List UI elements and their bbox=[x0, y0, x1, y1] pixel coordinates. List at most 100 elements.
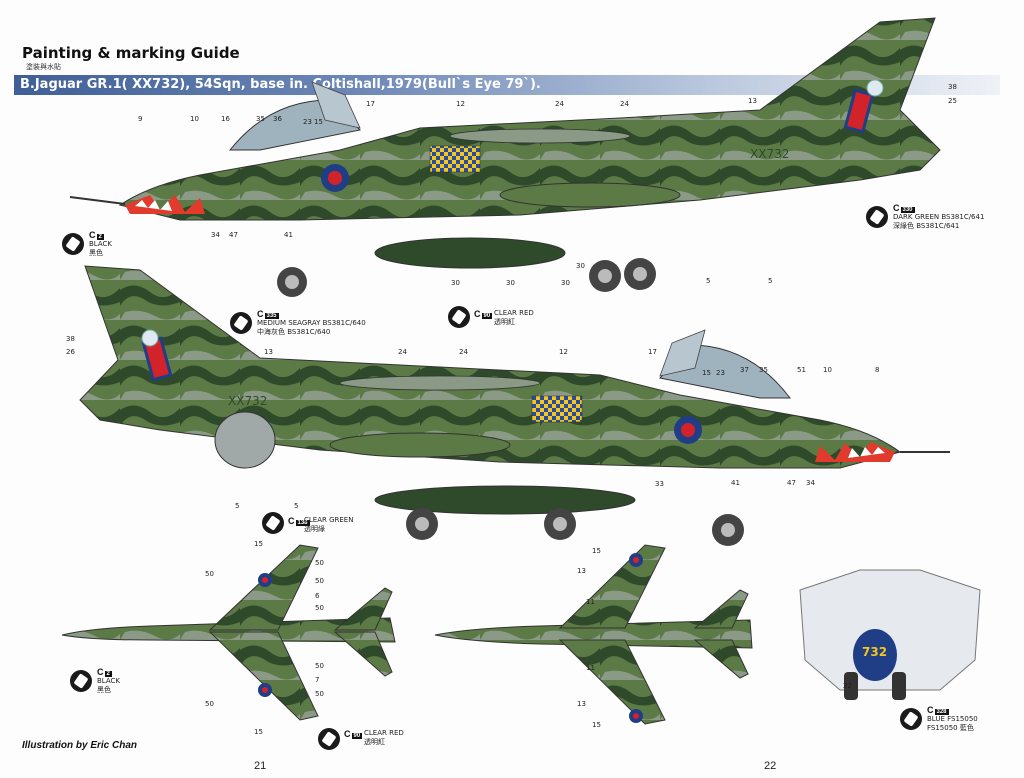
decal-number: 15 bbox=[254, 540, 263, 548]
decal-number: 51 bbox=[797, 366, 806, 374]
decal-number: 30 bbox=[561, 279, 570, 287]
decal-number: 13 bbox=[748, 97, 757, 105]
color-name-cn: FS15050 藍色 bbox=[927, 724, 974, 732]
decal-number: 23 bbox=[716, 369, 725, 377]
decal-number: 11 bbox=[586, 664, 595, 672]
decal-number: 11 bbox=[586, 598, 595, 606]
page-title: Painting & marking Guide bbox=[22, 44, 240, 62]
decal-number: 10 bbox=[823, 366, 832, 374]
illustrator-credit: Illustration by Eric Chan bbox=[22, 740, 138, 751]
page-number-left: 21 bbox=[254, 760, 267, 772]
decal-number: 47 bbox=[229, 231, 238, 239]
paint-brush-icon bbox=[70, 670, 92, 692]
profile-right-side bbox=[79, 265, 950, 546]
color-name-cn: 黑色 bbox=[97, 686, 111, 694]
decal-number: 7 bbox=[315, 676, 320, 684]
paint-brush-icon bbox=[866, 206, 888, 228]
decal-number: 8 bbox=[875, 366, 880, 374]
decal-number: 22 bbox=[843, 682, 852, 690]
paint-brush-icon bbox=[230, 312, 252, 334]
decal-number: 6 bbox=[315, 592, 320, 600]
decal-number: 34 bbox=[211, 231, 220, 239]
color-name: BLACK bbox=[89, 240, 113, 248]
decal-number: 33 bbox=[655, 480, 664, 488]
tail-serial-middle: XX732 bbox=[228, 394, 268, 408]
nose-gear-detail bbox=[799, 569, 981, 700]
color-name: BLUE FS15050 bbox=[927, 715, 978, 723]
decal-number: 35 bbox=[759, 366, 768, 374]
color-name: MEDIUM SEAGRAY BS381C/640 bbox=[257, 319, 366, 327]
color-name: CLEAR RED bbox=[364, 729, 404, 737]
decal-number: 24 bbox=[555, 100, 564, 108]
color-name: CLEAR GREEN bbox=[304, 516, 354, 524]
scheme-banner bbox=[14, 75, 1000, 95]
decal-number: 15 bbox=[254, 728, 263, 736]
decal-number: 50 bbox=[315, 577, 324, 585]
decal-number: 50 bbox=[315, 690, 324, 698]
decal-number: 24 bbox=[398, 348, 407, 356]
page-subtitle-chinese: 塗裝與水貼 bbox=[26, 64, 61, 71]
decal-number: 24 bbox=[459, 348, 468, 356]
decal-number: 30 bbox=[576, 262, 585, 270]
color-name-cn: 透明紅 bbox=[494, 318, 515, 326]
decal-number: 15 bbox=[592, 721, 601, 729]
decal-number: 5 bbox=[294, 502, 299, 510]
color-name-cn: 深綠色 BS381C/641 bbox=[893, 222, 960, 230]
decal-number: 12 bbox=[456, 100, 465, 108]
plan-view-bottom bbox=[434, 544, 753, 725]
decal-number: 17 bbox=[366, 100, 375, 108]
decal-number: 5 bbox=[768, 277, 773, 285]
decal-number: 47 bbox=[787, 479, 796, 487]
decal-number: 13 bbox=[577, 567, 586, 575]
decal-number: 9 bbox=[138, 115, 143, 123]
decal-number: 50 bbox=[205, 700, 214, 708]
decal-number: 38 bbox=[66, 335, 75, 343]
nose-gear-number: 732 bbox=[862, 645, 888, 659]
decal-number: 13 bbox=[577, 700, 586, 708]
color-name: BLACK bbox=[97, 677, 121, 685]
decal-number: 15 bbox=[702, 369, 711, 377]
decal-number: 37 bbox=[740, 366, 749, 374]
decal-number: 50 bbox=[315, 662, 324, 670]
decal-number: 12 bbox=[559, 348, 568, 356]
paint-brush-icon bbox=[318, 728, 340, 750]
color-name-cn: 中海灰色 BS381C/640 bbox=[257, 328, 331, 336]
decal-number: 5 bbox=[706, 277, 711, 285]
paint-brush-icon bbox=[900, 708, 922, 730]
paint-brush-icon bbox=[448, 306, 470, 328]
paint-brush-icon bbox=[62, 233, 84, 255]
decal-number: 38 bbox=[948, 83, 957, 91]
color-name: DARK GREEN BS381C/641 bbox=[893, 213, 985, 221]
decal-number: 26 bbox=[66, 348, 75, 356]
decal-number: 23 bbox=[303, 118, 312, 126]
decal-number: 25 bbox=[948, 97, 957, 105]
decal-number: 15 bbox=[314, 118, 323, 126]
color-name-cn: 透明紅 bbox=[364, 738, 385, 746]
decal-number: 35 bbox=[256, 115, 265, 123]
decal-number: 24 bbox=[620, 100, 629, 108]
decal-number: 36 bbox=[273, 115, 282, 123]
color-name-cn: 黑色 bbox=[89, 249, 103, 257]
page-number-right: 22 bbox=[764, 760, 777, 772]
decal-number: 30 bbox=[506, 279, 515, 287]
scheme-banner-text: B.Jaguar GR.1( XX732), 54Sqn, base in. C… bbox=[20, 77, 541, 92]
decal-number: 15 bbox=[592, 547, 601, 555]
profile-left-side bbox=[69, 17, 941, 297]
color-name-cn: 透明綠 bbox=[304, 525, 325, 533]
decal-number: 41 bbox=[284, 231, 293, 239]
tail-serial-top: XX732 bbox=[750, 147, 790, 161]
decal-number: 50 bbox=[315, 604, 324, 612]
decal-number: 17 bbox=[648, 348, 657, 356]
decal-number: 50 bbox=[315, 559, 324, 567]
decal-number: 41 bbox=[731, 479, 740, 487]
